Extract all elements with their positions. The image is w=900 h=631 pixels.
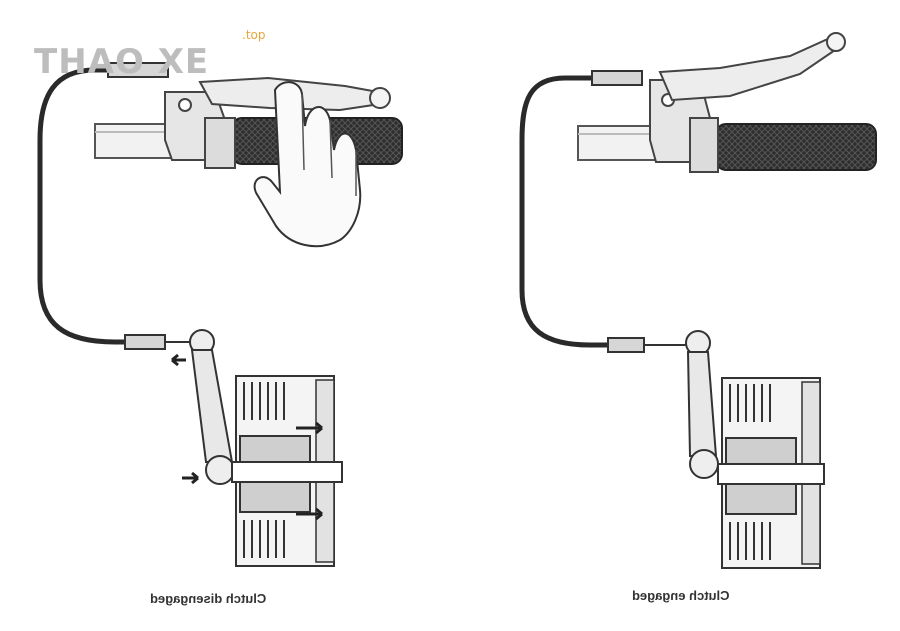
clutch-assembly [717, 377, 825, 569]
clutch-assembly [231, 375, 343, 567]
arrow-right [182, 471, 199, 485]
cable-end-fitting [607, 337, 645, 353]
hand-grip [715, 123, 877, 171]
hand [253, 81, 362, 248]
clutch-lever-released [658, 36, 840, 102]
arrow-left [171, 353, 186, 367]
caption-clutch-engaged: Clutch engaged [632, 588, 730, 603]
cable-adjuster [591, 70, 643, 86]
watermark-brand: THAO XE [34, 42, 210, 82]
panel-engaged [519, 32, 877, 569]
clutch-cable [37, 67, 155, 345]
caption-clutch-disengaged: Clutch disengaged [150, 591, 267, 606]
release-arm [190, 349, 234, 463]
clutch-cable [519, 75, 612, 348]
release-arm [686, 351, 718, 457]
watermark-tld: .top [242, 28, 266, 42]
cable-adjuster [107, 62, 169, 78]
cable-end-fitting [124, 334, 166, 350]
watermark: THAO XE .top [34, 28, 265, 82]
panel-disengaged [37, 62, 403, 567]
